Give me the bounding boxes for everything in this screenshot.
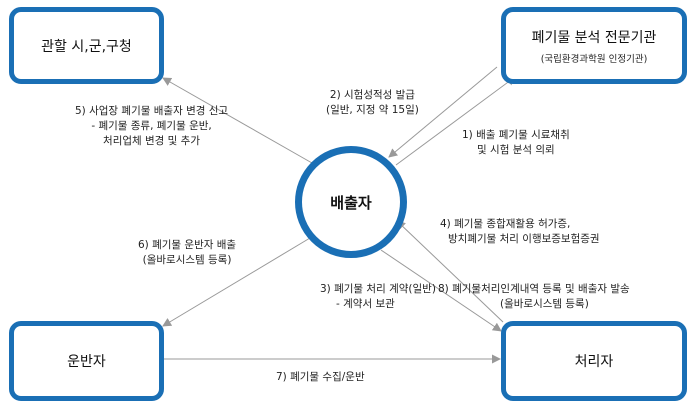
edge-4-line-2: 방치폐기물 처리 이행보증보험증권 — [448, 233, 600, 245]
arrow-6-to-transporter — [162, 237, 311, 327]
arrow-8-to-generator — [396, 220, 504, 323]
generator-title: 배출자 — [330, 193, 372, 212]
processor-box: 처리자 — [501, 321, 687, 401]
processor-title: 처리자 — [574, 354, 614, 370]
edge-7-label: 7) 폐기물 수집/운반 — [276, 370, 365, 385]
edge-1-label: 1) 배출 폐기물 시료채취 및 시험 분석 의뢰 — [462, 128, 570, 158]
edge-3-line-2: - 계약서 보관 — [336, 298, 395, 310]
edge-6-label: 6) 폐기물 운반자 배출 (올바로시스템 등록) — [138, 238, 236, 268]
edge-3-label: 3) 폐기물 처리 계약(일반) - 계약서 보관 — [320, 282, 436, 312]
edge-4-label: 4) 폐기물 종합재활용 허가증, 방치폐기물 처리 이행보증보험증권 — [440, 217, 600, 247]
arrow-1-to-analysis — [395, 76, 516, 166]
edge-2-line-1: 2) 시험성적성 발급 — [329, 89, 415, 101]
edge-8-line-1: 8) 폐기물처리인계내역 등록 및 배출자 발송 — [438, 283, 630, 295]
edge-3-line-1: 3) 폐기물 처리 계약(일반) — [320, 283, 436, 295]
edge-4-line-1: 4) 폐기물 종합재활용 허가증, — [440, 218, 571, 230]
transporter-title: 운반자 — [67, 354, 106, 370]
edge-1-line-1: 1) 배출 폐기물 시료채취 — [462, 129, 570, 141]
edge-5-line-2: - 폐기물 종류, 폐기물 운반, — [91, 120, 212, 132]
edge-8-line-2: (올바로시스템 등록) — [500, 298, 589, 310]
edge-5-label: 5) 사업장 폐기물 배출자 변경 신고 - 폐기물 종류, 폐기물 운반, 처… — [75, 104, 228, 149]
edge-2-label: 2) 시험성적성 발급 (일반, 지정 약 15일) — [326, 88, 419, 118]
arrow-5-to-authority — [162, 77, 313, 164]
generator-circle: 배출자 — [295, 146, 407, 258]
edge-6-line-1: 6) 폐기물 운반자 배출 — [138, 239, 237, 251]
edge-2-line-2: (일반, 지정 약 15일) — [326, 104, 419, 116]
analysis-box: 폐기물 분석 전문기관 (국립환경과학원 인정기관) — [501, 7, 687, 84]
analysis-subtitle: (국립환경과학원 인정기관) — [540, 53, 648, 65]
edge-7-line-1: 7) 폐기물 수집/운반 — [276, 371, 365, 383]
arrow-3-to-processor — [380, 249, 502, 332]
edge-5-line-3: 처리업체 변경 및 추가 — [103, 135, 200, 147]
authority-box: 관할 시,군,구청 — [9, 7, 164, 84]
authority-title: 관할 시,군,구청 — [41, 38, 132, 55]
edge-1-line-2: 및 시험 분석 의뢰 — [477, 144, 555, 156]
arrow-2-to-generator — [388, 66, 498, 158]
edge-8-label: 8) 폐기물처리인계내역 등록 및 배출자 발송 (올바로시스템 등록) — [438, 282, 630, 312]
edge-6-line-2: (올바로시스템 등록) — [142, 254, 232, 266]
analysis-title: 폐기물 분석 전문기관 — [531, 29, 657, 46]
transporter-box: 운반자 — [9, 321, 164, 401]
edge-5-line-1: 5) 사업장 폐기물 배출자 변경 신고 — [75, 105, 229, 117]
